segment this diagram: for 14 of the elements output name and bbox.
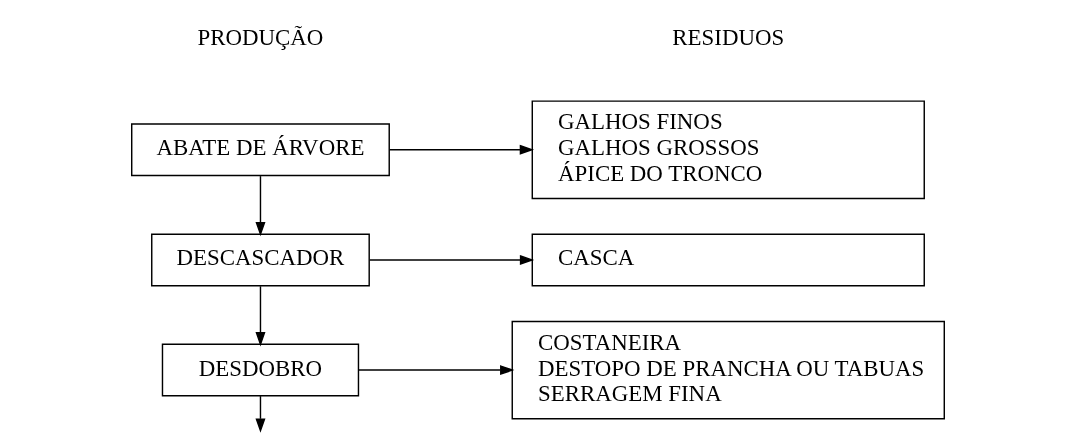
arrow (368, 254, 534, 265)
arrow (254, 395, 265, 433)
label: RESIDUOS (671, 25, 784, 51)
node-box: DESDOBRO (161, 343, 359, 397)
node-box: GALHOS FINOS GALHOS GROSSOS ÁPICE DO TRONCO (531, 100, 925, 200)
arrow (254, 285, 265, 347)
node-box: COSTANEIRA DESTOPO DE PRANCHA OU TABUAS SERRAGEM FINA (511, 320, 945, 420)
label: PRODUÇÃO (197, 25, 323, 51)
node-box: DESCASCADOR (150, 233, 370, 287)
arrow (388, 144, 534, 155)
node-box: ABATE DE ÁRVORE (130, 123, 390, 177)
arrow (254, 175, 265, 237)
arrow (357, 365, 514, 376)
node-box: CASCA (531, 233, 925, 287)
